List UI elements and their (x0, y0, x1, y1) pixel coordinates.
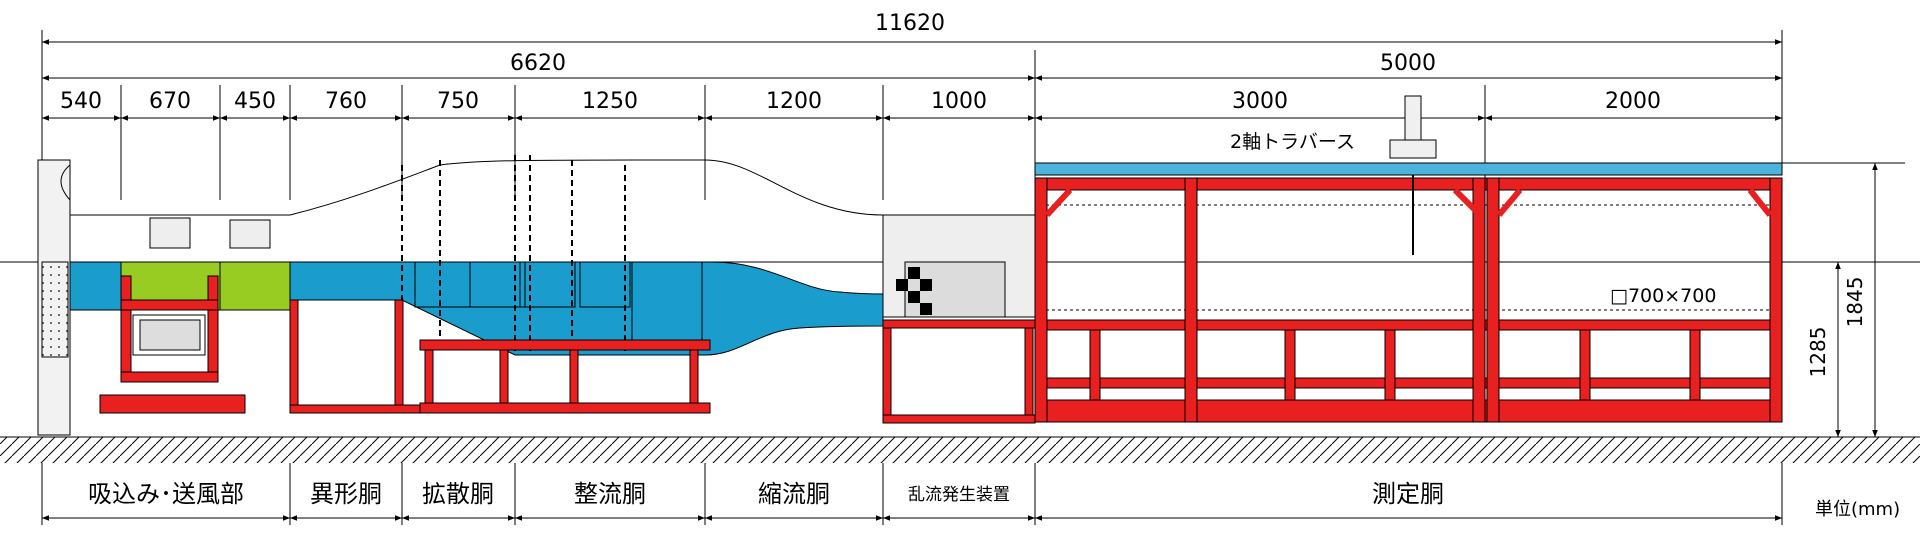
unit-label: 単位(mm) (1815, 499, 1900, 520)
cross-section-label: □700×700 (1610, 285, 1716, 307)
section-label-settling: 整流胴 (574, 480, 646, 508)
section-label-contraction: 縮流胴 (758, 480, 830, 508)
dimension-lines (41, 30, 1783, 200)
inlet-housing (37, 159, 71, 436)
dim-seg-5: 750 (437, 89, 479, 114)
height-dimensions (1782, 162, 1905, 438)
ground (0, 436, 1920, 463)
dim-upstream: 6620 (510, 51, 566, 76)
screens (401, 155, 626, 355)
dim-seg-7: 1200 (766, 89, 822, 114)
dim-seg-6: 1250 (582, 89, 638, 114)
section-label-transition: 異形胴 (310, 480, 382, 508)
dim-height-inner: 1285 (1806, 327, 1830, 378)
dim-seg-9: 3000 (1232, 89, 1288, 114)
dim-seg-10: 2000 (1605, 89, 1661, 114)
dim-seg-3: 450 (234, 89, 276, 114)
support-frames (99, 275, 1036, 424)
turbulence-generator (882, 214, 1036, 318)
dim-seg-8: 1000 (931, 89, 987, 114)
dim-seg-4: 760 (325, 89, 367, 114)
tunnel-outline-top (70, 159, 1035, 216)
section-label-measurement: 測定胴 (1372, 480, 1444, 508)
motor (139, 319, 201, 351)
traverse-label: 2軸トラバース (1230, 131, 1355, 153)
measurement-section (1034, 95, 1783, 423)
dim-height-outer: 1845 (1843, 277, 1867, 328)
dim-total: 11620 (875, 11, 945, 36)
dim-seg-2: 670 (149, 89, 191, 114)
section-label-intake-fan: 吸込み･送風部 (88, 480, 244, 508)
dim-measurement: 5000 (1380, 51, 1436, 76)
fan-section (120, 217, 291, 311)
section-label-turbulence-generator: 乱流発生装置 (908, 485, 1010, 505)
section-dividers (41, 463, 1783, 525)
section-label-diffuser: 拡散胴 (422, 480, 494, 508)
dim-seg-1: 540 (60, 89, 102, 114)
